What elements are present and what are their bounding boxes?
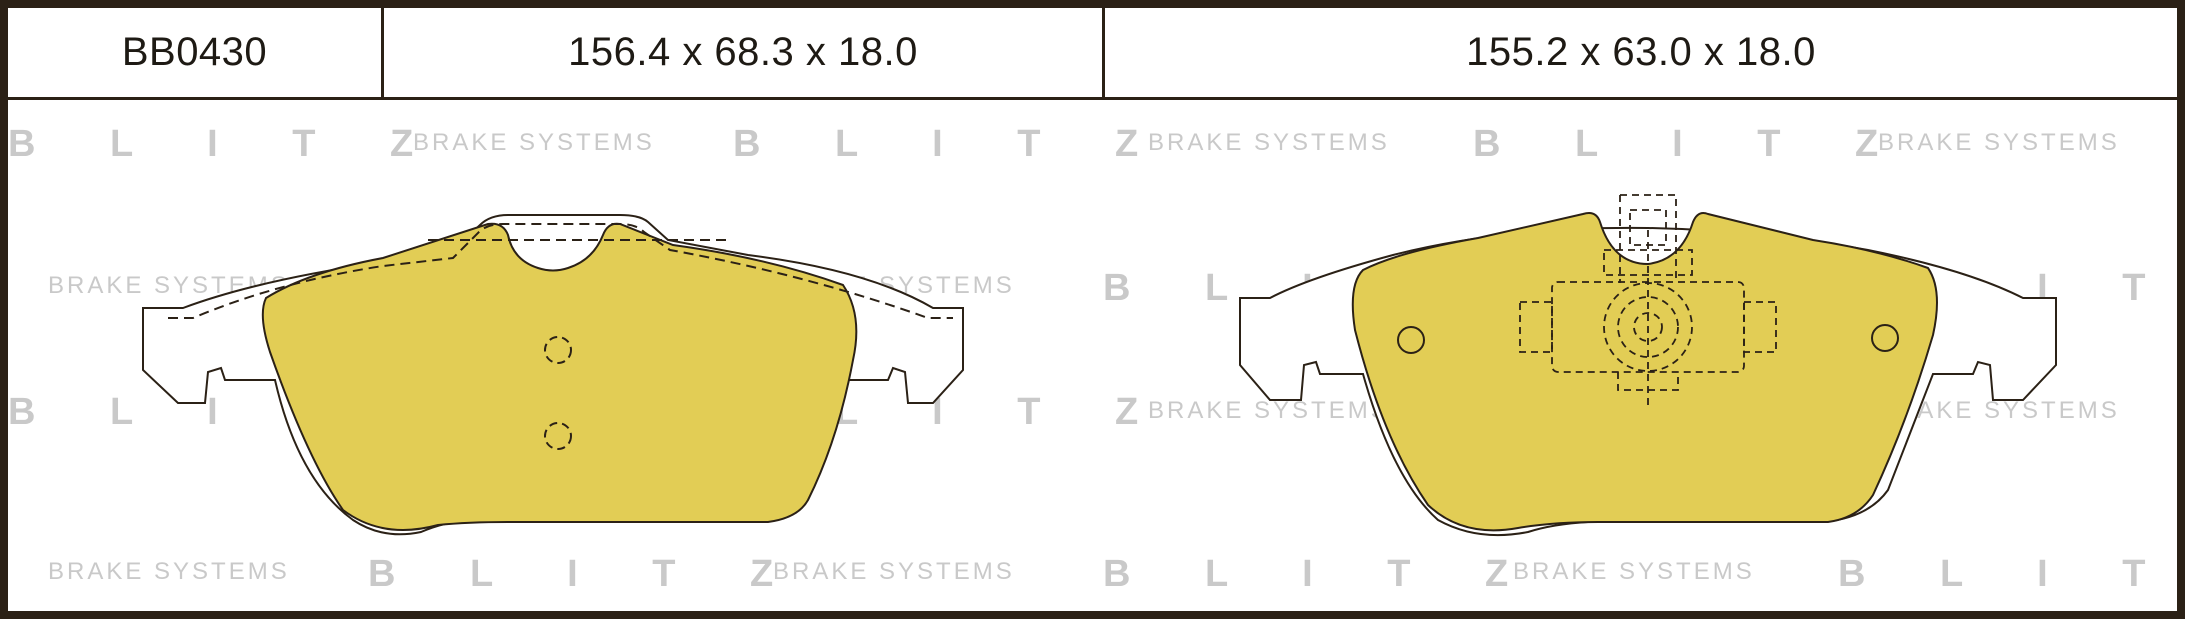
watermark-brand: B L I T Z	[368, 553, 805, 595]
shim-outline-1	[168, 223, 953, 319]
pad-1-dimensions: 156.4 x 68.3 x 18.0	[384, 8, 1105, 97]
watermark-tagline: BRAKE SYSTEMS	[1148, 129, 1390, 156]
watermark-brand: B L I T Z	[733, 123, 1170, 165]
watermark-tagline: BRAKE SYSTEMS	[773, 558, 1015, 585]
brake-pad-2	[1239, 194, 2057, 537]
watermark-tagline: BRAKE SYSTEMS	[1148, 397, 1390, 424]
brake-pad-1	[142, 214, 964, 536]
pad-2-dimensions: 155.2 x 63.0 x 18.0	[1466, 30, 1816, 74]
header-row: BB0430 156.4 x 68.3 x 18.0 155.2 x 63.0 …	[8, 8, 2177, 100]
watermark-brand: B L I T Z	[1473, 123, 1910, 165]
mounting-hole-2b	[1871, 324, 1899, 352]
brake-pad-drawing: B L I T Z BRAKE SYSTEMS B L I T Z BRAKE …	[8, 123, 2177, 595]
watermark-tagline: BRAKE SYSTEMS	[48, 558, 290, 585]
watermark-tagline: BRAKE SYSTEMS	[1878, 129, 2120, 156]
watermark-brand: B L I T Z	[8, 123, 445, 165]
friction-material-1	[261, 222, 858, 531]
part-number: BB0430	[8, 8, 384, 97]
mounting-hole-1b	[544, 422, 572, 450]
watermark-brand: B L I T Z	[1838, 553, 2177, 595]
piston-outline-2	[1519, 194, 1777, 410]
mounting-hole-2a	[1397, 326, 1425, 354]
watermark-brand: B L I T Z	[1103, 553, 1540, 595]
mounting-hole-1a	[544, 336, 572, 364]
watermark-tagline: BRAKE SYSTEMS	[1513, 558, 1755, 585]
watermark-tagline: BRAKE SYSTEMS	[413, 129, 655, 156]
